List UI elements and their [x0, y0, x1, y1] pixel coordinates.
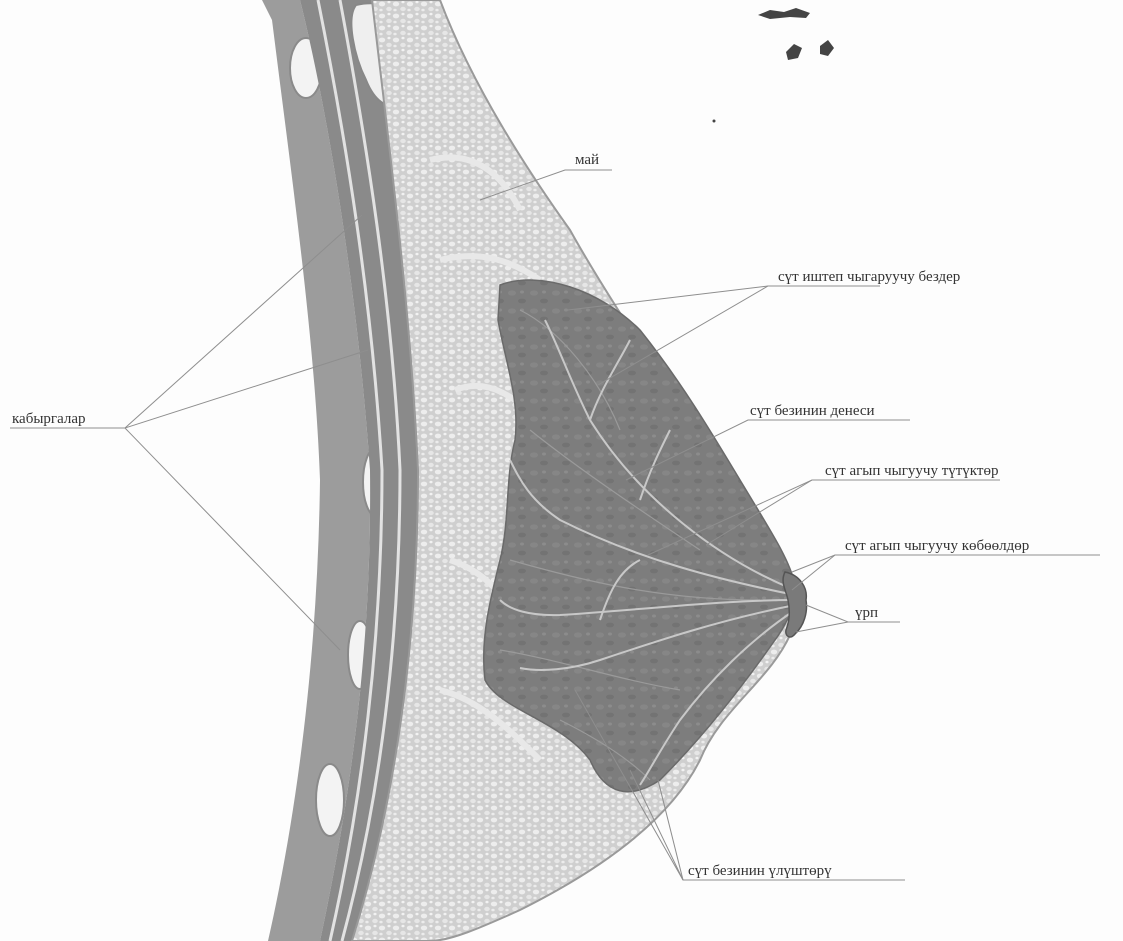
rib: [316, 764, 344, 836]
ink-spots: [713, 8, 835, 123]
label-lobes: сүт безинин үлүштөрү: [688, 863, 832, 879]
label-nipple: үрп: [855, 605, 878, 621]
gland-body: [484, 280, 795, 792]
label-gland-body: сүт безинин денеси: [750, 403, 875, 419]
label-glands: сүт иштеп чыгаруучу бездер: [778, 269, 960, 285]
label-sinuses: сүт агып чыгуучу көбөөлдөр: [845, 538, 1029, 554]
label-ducts: сүт агып чыгуучу түтүктөр: [825, 463, 998, 479]
label-fat: май: [575, 152, 599, 168]
label-ribs: кабыргалар: [12, 411, 86, 427]
chest-wall: [0, 0, 320, 941]
